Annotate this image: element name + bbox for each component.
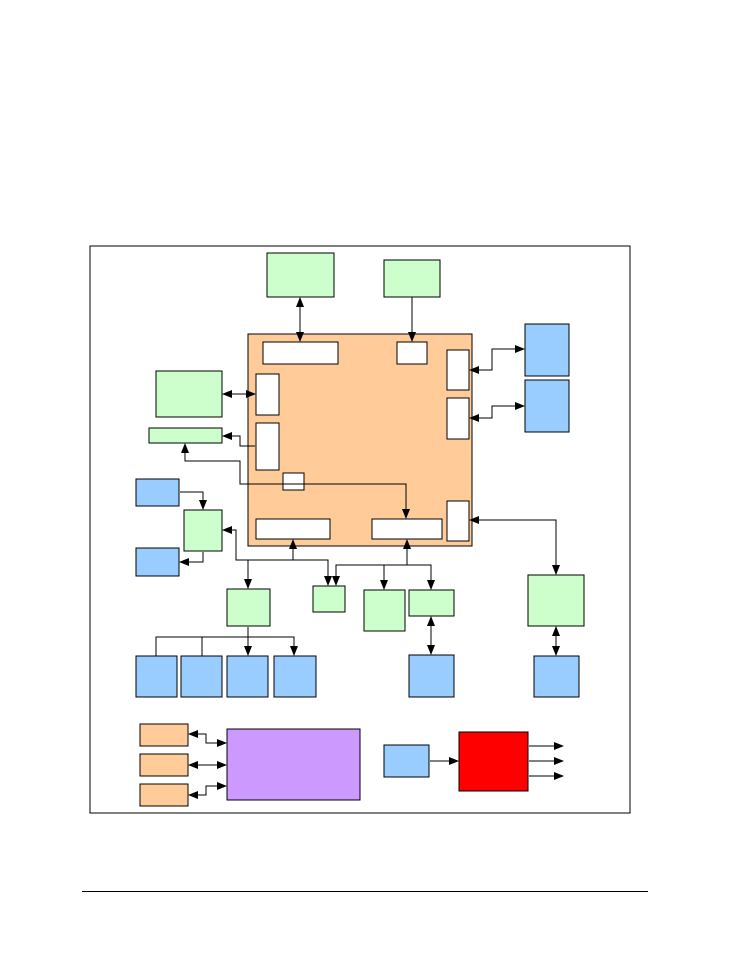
fanout-bus (155, 636, 298, 656)
right-blue-block-1 (524, 323, 570, 377)
green-mid-block-2 (408, 589, 455, 617)
connector-peach-3-purple (188, 782, 227, 799)
chip-port-top-wide (262, 341, 339, 365)
right-blue-block-2 (524, 379, 570, 433)
peach-small-block-2 (139, 753, 189, 777)
peach-small-block-1 (139, 723, 189, 747)
footer-rule (82, 891, 648, 892)
blue-row-block-2 (180, 655, 223, 698)
chip-port-left-2 (255, 422, 280, 471)
connector-chip-right-blue-2 (469, 402, 525, 422)
left-green-hub-block (183, 509, 223, 552)
green-small-center-block (312, 585, 346, 613)
blue-row-block-1 (135, 655, 178, 698)
chip-port-bottom-right (371, 518, 443, 540)
green-fanout-block (226, 588, 271, 627)
top-green-right-block (383, 259, 441, 298)
peach-small-block-3 (139, 783, 189, 807)
connector-hub-left-blue-bottom (179, 552, 204, 566)
chip-port-right-3 (446, 500, 470, 542)
left-green-large-block (155, 370, 223, 418)
right-green-large-block (527, 574, 585, 627)
chip-port-right-2 (446, 397, 470, 440)
chip-port-bottom-left (255, 518, 331, 540)
blue-under-mid-block (408, 654, 455, 698)
left-blue-bottom-block (135, 547, 180, 577)
left-green-bar-block (148, 427, 223, 444)
blue-under-right-block (533, 655, 580, 698)
main-chip-block (247, 333, 473, 547)
blue-input-block (383, 744, 430, 778)
diagram-frame (89, 245, 631, 814)
top-green-left-block (266, 252, 335, 298)
purple-block (226, 728, 361, 801)
chip-small-white-block (282, 472, 305, 491)
connector-left-blue-top-hub (180, 491, 207, 510)
chip-port-right-1 (446, 349, 470, 391)
chip-port-left-1 (255, 373, 280, 416)
connector-peach-1-purple (188, 730, 227, 747)
blue-row-block-3 (226, 655, 269, 698)
blue-row-block-4 (273, 655, 317, 698)
chip-port-top-small (396, 341, 428, 365)
connector-bar-to-chip-bottom (181, 443, 410, 519)
bus-line-left (235, 558, 332, 586)
green-mid-block-1 (363, 589, 406, 632)
connector-chip-right-blue-1 (469, 345, 525, 374)
connector-chip-right-green (469, 516, 560, 575)
left-blue-top-block (135, 478, 180, 507)
red-block (458, 731, 529, 792)
connector-bus-hub (222, 526, 237, 558)
